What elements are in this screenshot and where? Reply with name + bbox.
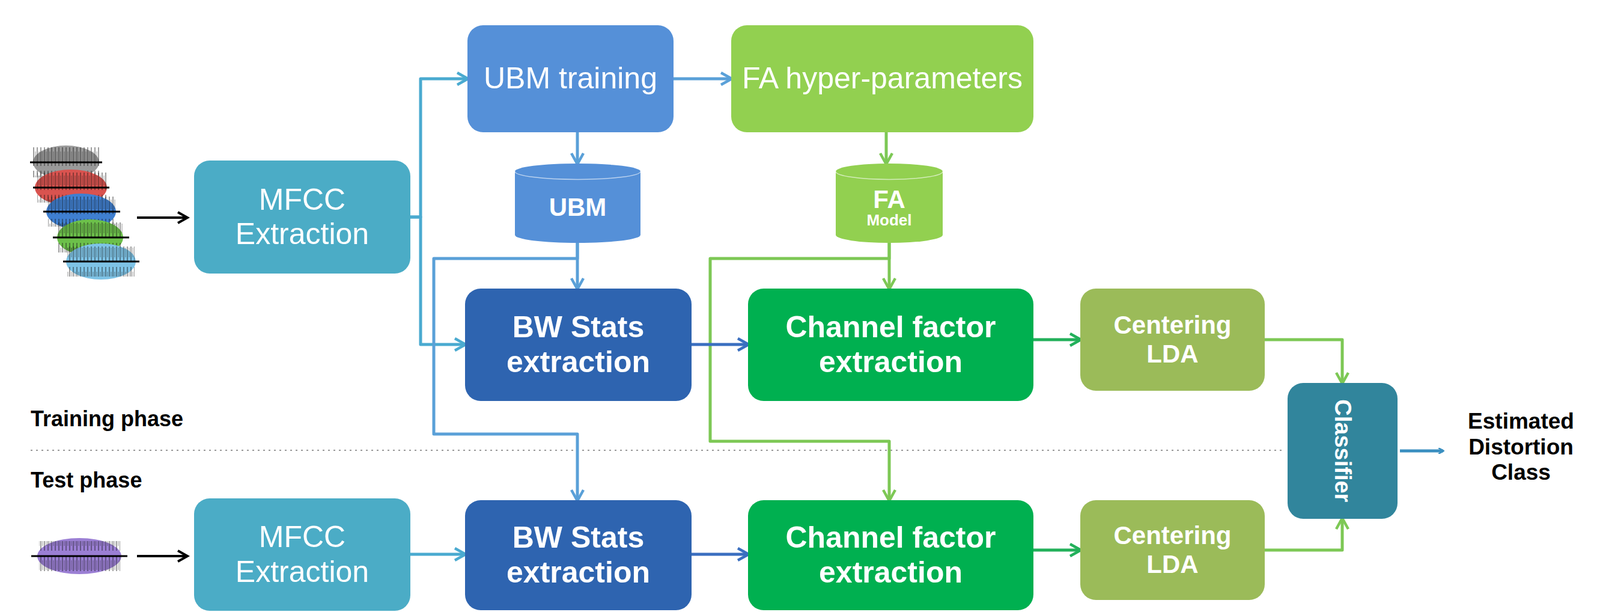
phase-label: Training phase [30, 406, 283, 431]
node-text: FA hyper-parameters [742, 61, 1023, 97]
database-cylinder: FAModel [835, 163, 943, 243]
process-box: Centering LDA [1080, 499, 1265, 600]
node-text: UBM [549, 192, 607, 222]
flow-arrow [1033, 338, 1081, 342]
output-label: Estimated Distortion Class [1444, 408, 1598, 486]
flow-arrow [885, 132, 889, 164]
flow-arrow [1264, 339, 1343, 383]
output-arrow [1399, 449, 1444, 453]
flow-arrow [1033, 548, 1081, 552]
input-arrow [136, 554, 188, 557]
flow-arrow [691, 552, 749, 556]
process-box: MFCC Extraction [194, 498, 411, 611]
phase-label: Test phase [30, 467, 283, 493]
process-box: MFCC Extraction [194, 160, 411, 274]
flow-arrow [410, 552, 466, 556]
flow-arrow [673, 77, 732, 81]
flow-arrow [410, 78, 468, 217]
node-text: MFCC Extraction [202, 182, 402, 252]
node-text: Channel factor extraction [756, 520, 1026, 590]
database-cylinder: UBM [514, 163, 641, 243]
node-text: Centering LDA [1088, 310, 1257, 369]
process-box: UBM training [467, 25, 674, 133]
node-text: UBM training [483, 61, 658, 97]
process-box: Centering LDA [1080, 288, 1265, 391]
node-text: Classifier [1329, 398, 1357, 502]
node-text: BW Stats extraction [473, 310, 684, 380]
process-box: BW Stats extraction [465, 499, 692, 610]
flow-arrow [576, 132, 580, 164]
flow-arrow [1264, 518, 1343, 550]
node-text: Model [866, 211, 912, 230]
process-box: Channel factor extraction [748, 499, 1034, 610]
process-box: BW Stats extraction [465, 288, 692, 401]
speech-samples [30, 145, 140, 280]
process-box: Channel factor extraction [748, 288, 1034, 401]
node-text: BW Stats extraction [473, 520, 684, 590]
flow-arrow [410, 216, 466, 345]
classifier-box: Classifier [1287, 382, 1398, 519]
input-arrow [136, 216, 188, 219]
flow-arrow [691, 343, 749, 347]
node-text: Centering LDA [1088, 520, 1257, 580]
speech-sample [31, 537, 128, 574]
node-text: MFCC Extraction [202, 519, 402, 589]
node-text: Channel factor extraction [756, 310, 1026, 380]
node-text: FA [873, 185, 906, 214]
phase-divider [30, 449, 1283, 451]
process-box: FA hyper-parameters [731, 25, 1034, 133]
